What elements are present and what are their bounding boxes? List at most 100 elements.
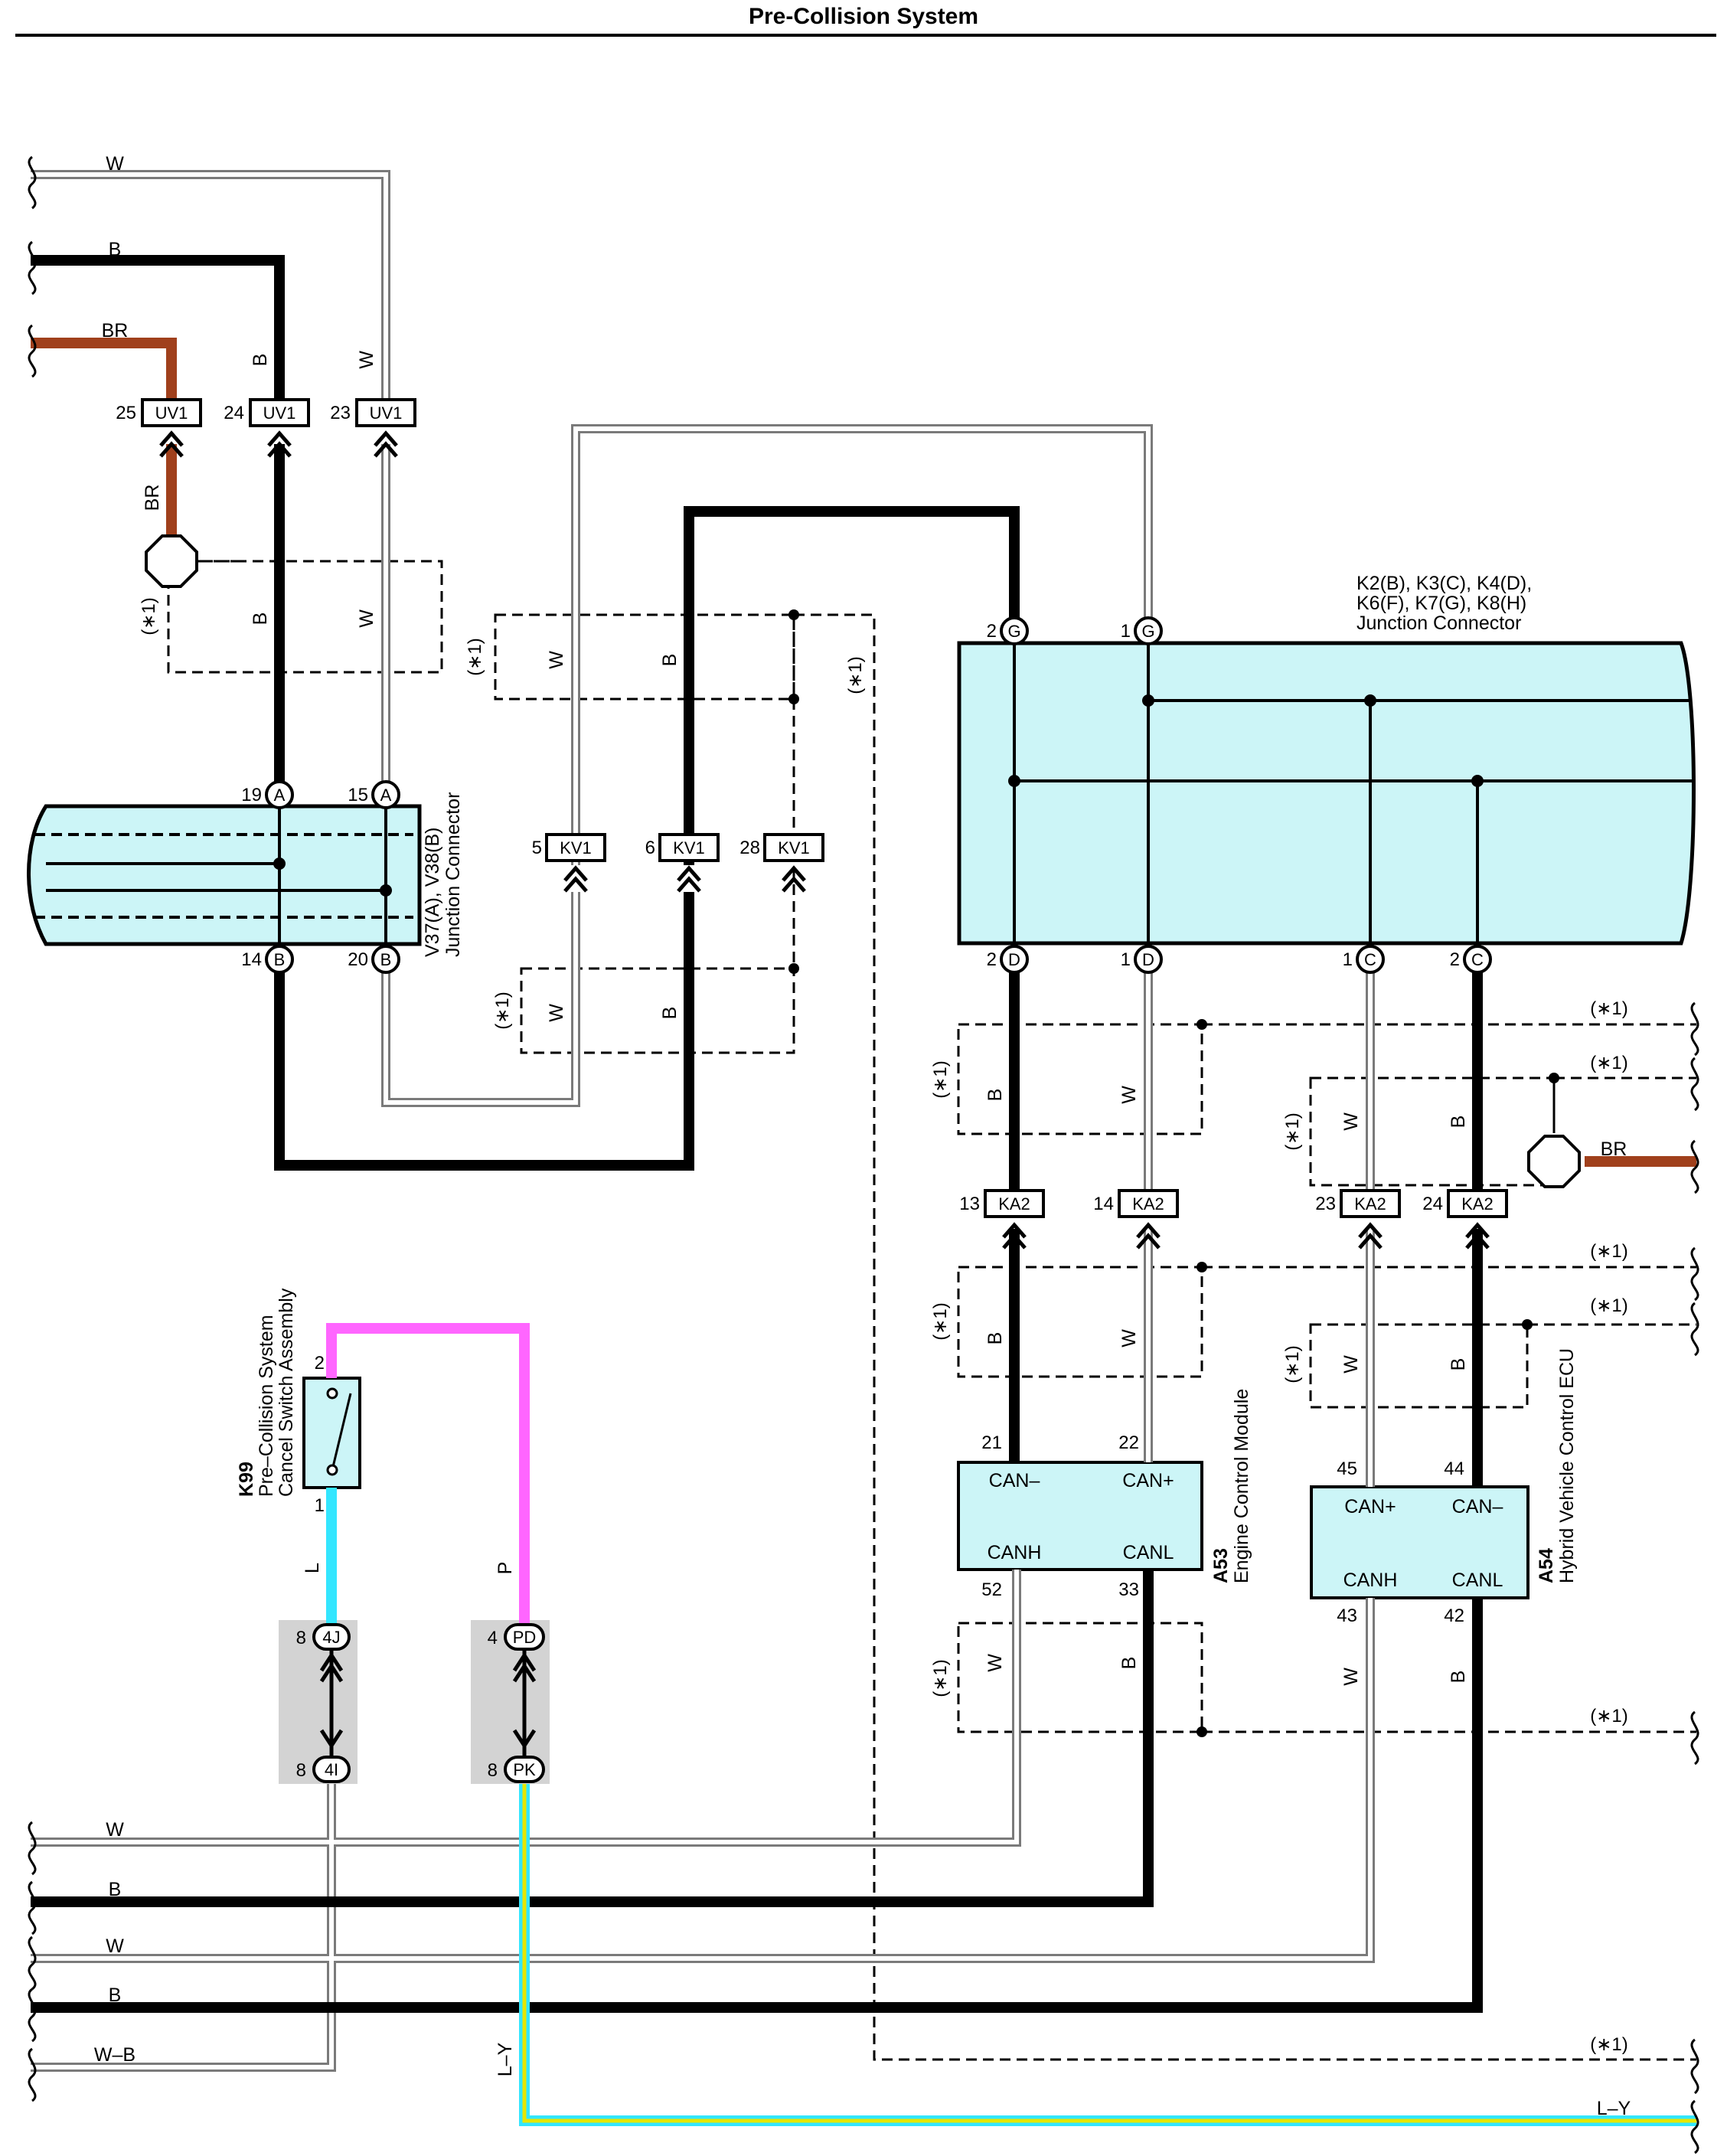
wire-b-top-to-uv1-24 (31, 255, 285, 417)
connector-4i-label: 4I (325, 1760, 338, 1779)
a54-id: A54 (1536, 1548, 1557, 1583)
pin-number: 2 (987, 949, 997, 970)
shield-note: (∗1) (930, 1060, 951, 1098)
shield-note: (∗1) (1590, 1053, 1627, 1073)
wire-color-labels: W B BR W B W B W–B L–Y BR B W BR B W W B… (94, 153, 1631, 2119)
wire-label: W (356, 609, 377, 628)
pin-number: 24 (224, 403, 244, 423)
connector-label: KA2 (998, 1194, 1030, 1214)
pin-number: 14 (1093, 1194, 1114, 1214)
connector-d-label: D (1142, 950, 1154, 969)
connector-c-label: C (1471, 950, 1484, 969)
wire-label: B (109, 1879, 122, 1900)
pin-number: 45 (1337, 1459, 1357, 1479)
connector-ka2-24: KA2 (1447, 1189, 1508, 1250)
pin-number: 52 (981, 1579, 1002, 1600)
shield-drain-wire (794, 613, 1696, 2061)
wire-label: B (1448, 1671, 1469, 1684)
white-wire-fills (31, 172, 1373, 2069)
junction-dot (273, 858, 286, 870)
break-left (28, 324, 37, 378)
a53-engine-control-module-box (957, 1461, 1203, 1571)
pin-number: 1 (1121, 949, 1131, 970)
shield-box-kv1-bottom (520, 967, 795, 1054)
connector-ka2-14: KA2 (1118, 1189, 1179, 1250)
wire-w-a54-canh-to-bus-fill (31, 1598, 1373, 1961)
wire-wb-4i-to-bus (31, 1784, 336, 2072)
pin-number: 21 (981, 1432, 1002, 1453)
break-left (28, 1936, 37, 1991)
pin-number: 2 (1450, 949, 1460, 970)
shield-box-ka2-left (957, 1266, 1203, 1378)
connector-g-label: G (1007, 622, 1020, 641)
shield-dot (788, 694, 799, 704)
shield-dot (788, 963, 799, 974)
a54-pin-name: CANL (1452, 1570, 1503, 1591)
k99-name-line2: Cancel Switch Assembly (276, 1288, 297, 1497)
ecu-pin-names: CAN– CAN+ CANH CANL CAN+ CAN– CANH CANL (988, 1470, 1503, 1591)
shield-dot (1196, 1019, 1207, 1030)
k-junction-name: Junction Connector (1356, 612, 1521, 634)
junction-dot (380, 884, 392, 897)
shield-note: (∗1) (1590, 1241, 1627, 1262)
pin-number: 1 (1121, 621, 1131, 642)
connector-d-2 (1000, 945, 1029, 974)
v-junction-ids: V37(A), V38(B) (422, 827, 443, 957)
colored-wires (31, 338, 1696, 2126)
shield-note: (∗1) (1590, 998, 1627, 1019)
wire-ly-pk-outer (519, 1784, 1696, 2126)
shield-notes: (∗1) (∗1) (∗1) (∗1) (∗1) (∗1) (∗1) (∗1) … (139, 597, 1628, 2055)
v-junction-internal (34, 806, 413, 944)
connector-d-label: D (1008, 950, 1020, 969)
k-junction-dots (1008, 694, 1484, 787)
wire-label: B (659, 1007, 681, 1020)
wire-label: W (356, 351, 377, 369)
a53-pin-name: CANL (1123, 1542, 1174, 1563)
wire-p-k99-to-pd (326, 1323, 530, 1631)
break-right (1690, 1139, 1699, 1194)
connector-label: KV1 (560, 838, 592, 858)
a53-id: A53 (1210, 1548, 1232, 1583)
shield-note: (∗1) (1590, 1295, 1627, 1316)
connector-a-19 (265, 780, 294, 809)
wire-wb-4i-to-bus-fill (31, 1784, 334, 2069)
connector-b-20 (371, 945, 400, 974)
shield-dot (788, 609, 799, 620)
wire-label: B (250, 354, 271, 367)
connector-label: KV1 (673, 838, 705, 858)
k-junction-connector-body (957, 641, 1696, 946)
connector-label: KA2 (1132, 1194, 1164, 1214)
shield-box-k-d (957, 1023, 1203, 1135)
k-junction-internal (1013, 643, 1692, 943)
connector-pd-label: PD (513, 1628, 537, 1647)
wire-label: B (1448, 1358, 1469, 1371)
wire-label: L–Y (1597, 2098, 1631, 2119)
page-title: Pre-Collision System (748, 4, 979, 29)
junction-dot (1142, 694, 1154, 707)
pin-number: 43 (1337, 1606, 1357, 1626)
connector-b-label: B (380, 950, 392, 969)
connector-b-14 (265, 945, 294, 974)
pin-number: 23 (330, 403, 351, 423)
pin-number: 1 (1343, 949, 1353, 970)
pin-number: 2 (987, 621, 997, 642)
connector-c-label: C (1364, 950, 1376, 969)
a54-pin-name: CANH (1343, 1570, 1398, 1591)
connector-g-1 (1134, 616, 1163, 645)
connector-b-label: B (274, 950, 286, 969)
pin-number: 24 (1422, 1194, 1443, 1214)
a54-hybrid-vehicle-ecu-box (1310, 1485, 1529, 1599)
wire-label: W (1118, 1329, 1140, 1348)
break-left (28, 1880, 37, 1936)
wire-w-top-uv1-23 (31, 170, 390, 417)
v-junction-name: Junction Connector (442, 792, 464, 957)
connector-g-label: G (1141, 622, 1154, 641)
pin-number: 42 (1444, 1606, 1464, 1626)
break-right (1690, 1710, 1699, 1766)
connector-pk-label: PK (513, 1760, 536, 1779)
a54-pin-name: CAN– (1452, 1496, 1503, 1517)
shield-box-uv1 (167, 560, 443, 674)
pin-number: 14 (241, 949, 262, 970)
wire-label: BR (1601, 1138, 1627, 1160)
